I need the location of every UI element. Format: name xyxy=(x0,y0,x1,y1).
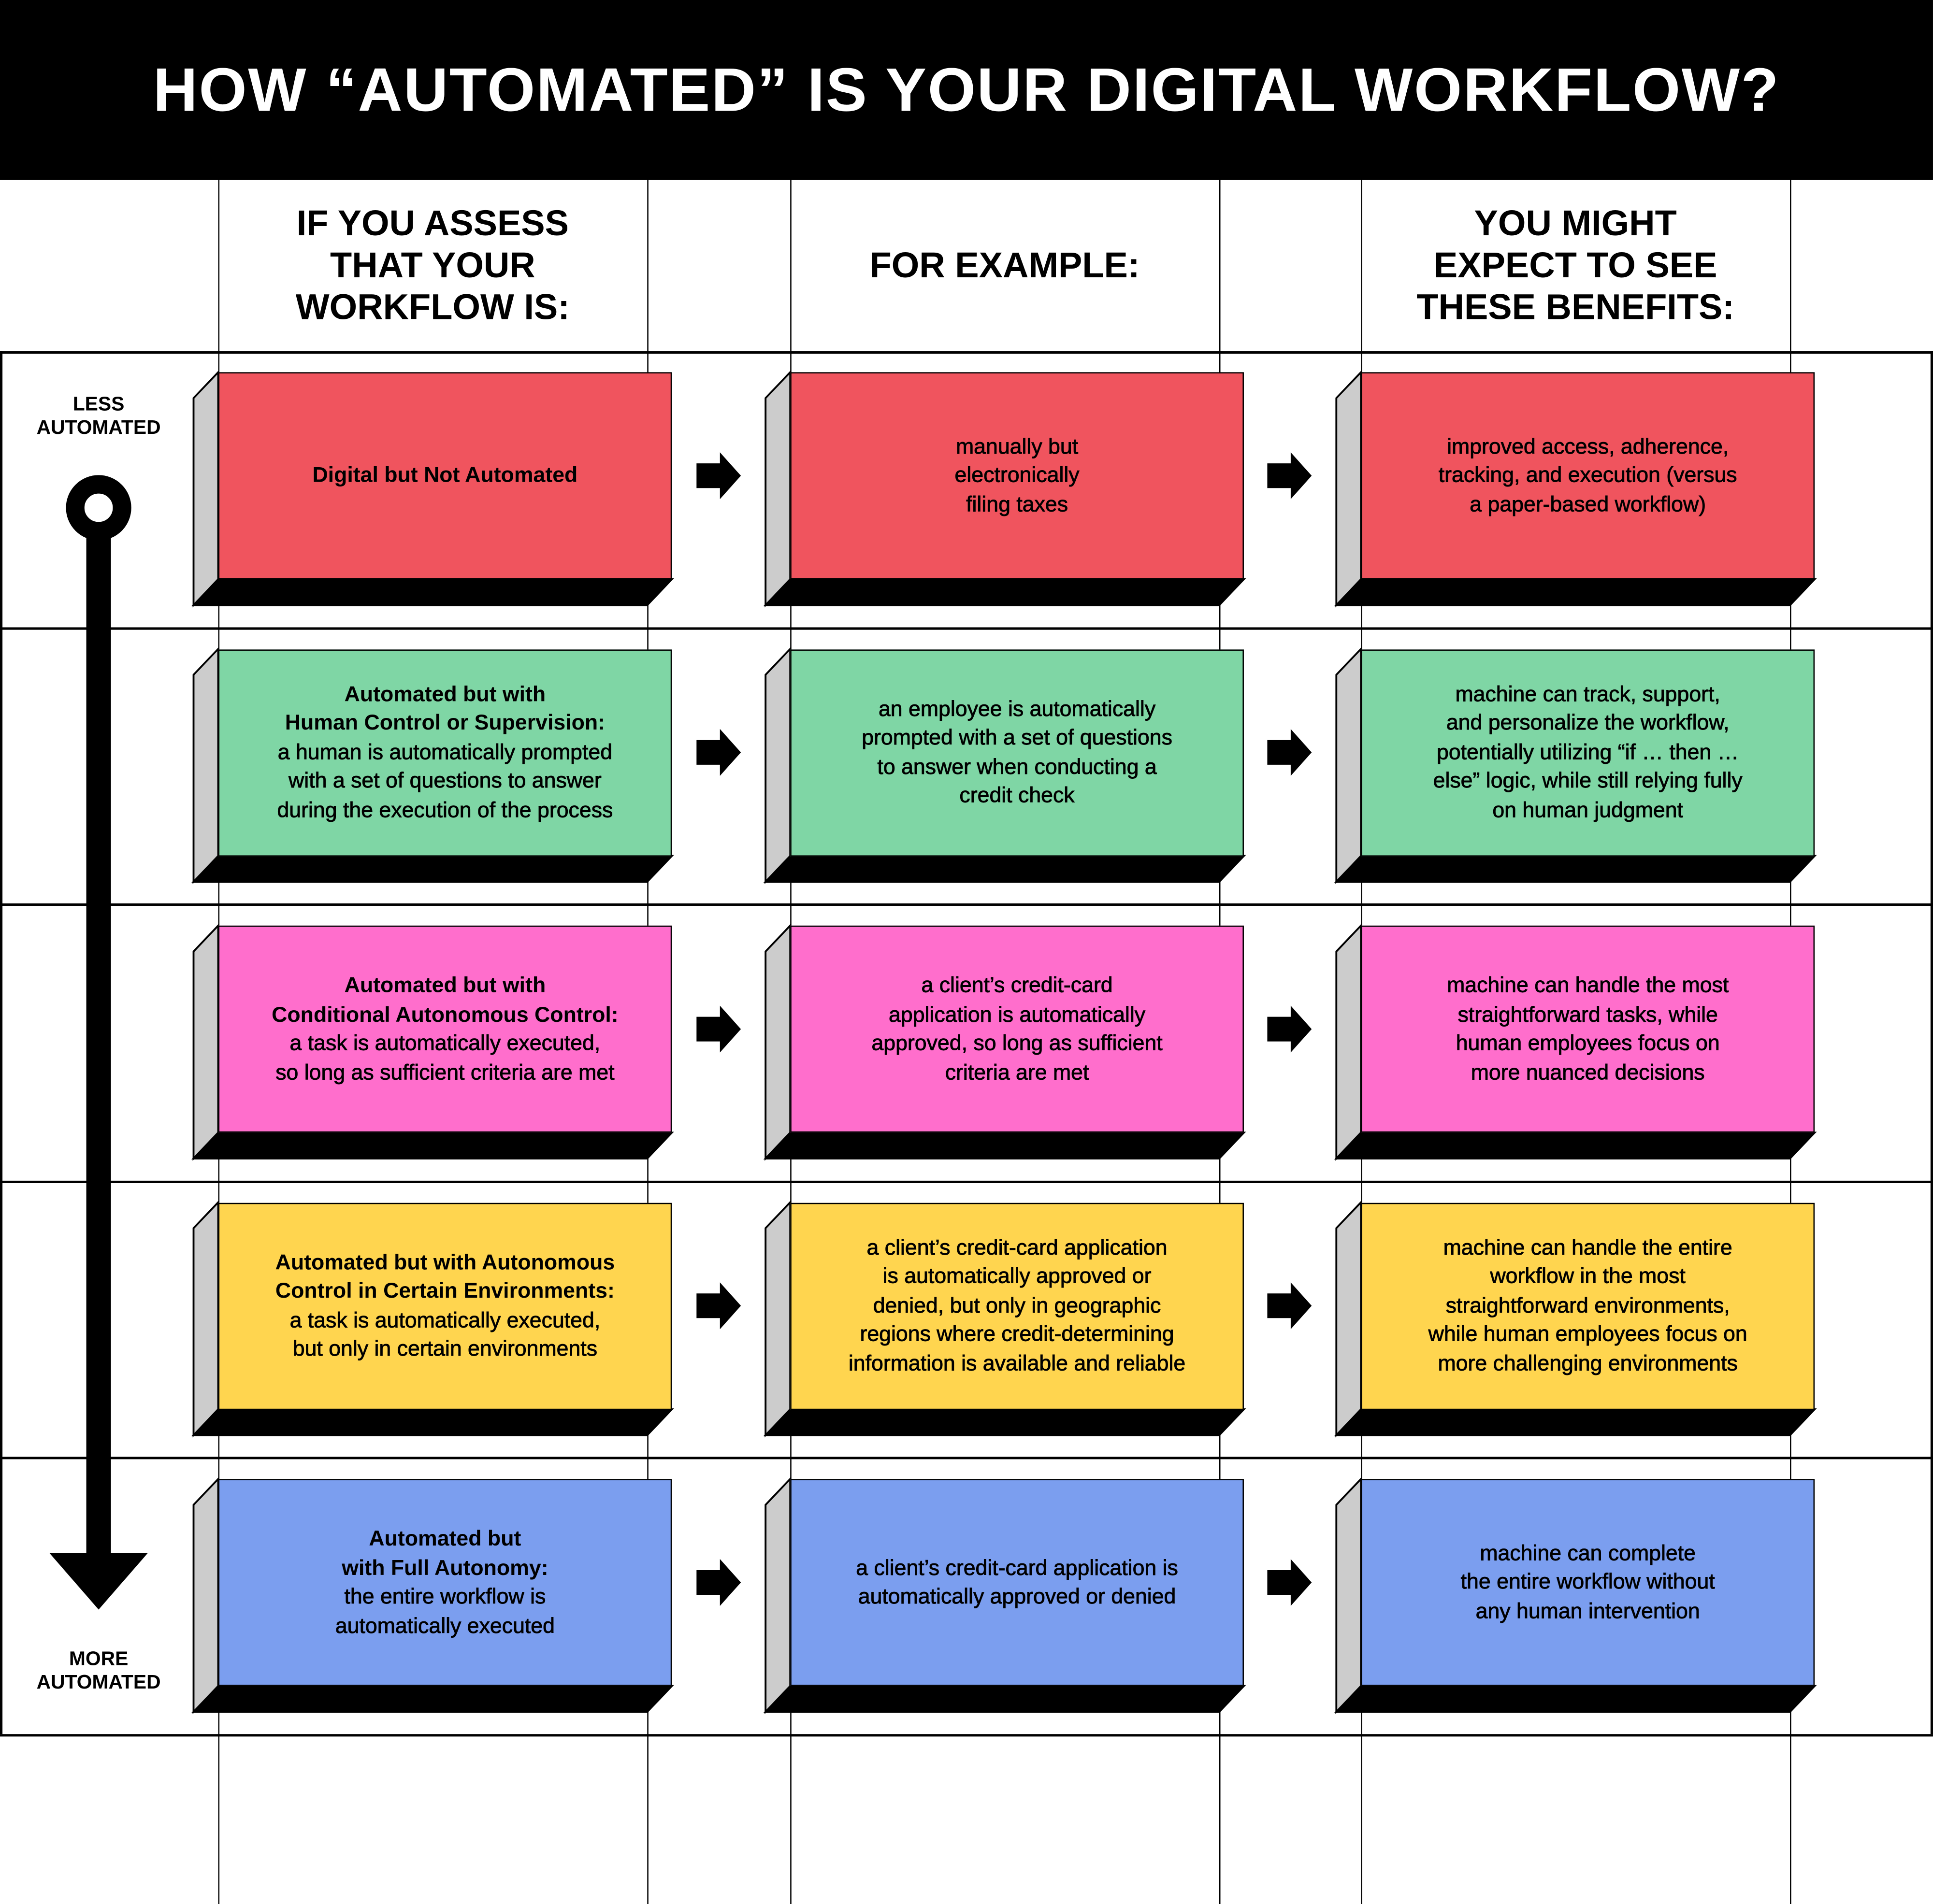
timeline-arrowhead-icon xyxy=(49,1553,148,1610)
level-title: Automated but with Full Autonomy: xyxy=(342,1526,548,1580)
box-benefit: machine can handle the most straightforw… xyxy=(1361,925,1815,1133)
right-arrow-icon xyxy=(1267,452,1312,500)
box-side-face xyxy=(192,923,219,1161)
page-title: HOW “AUTOMATED” IS YOUR DIGITAL WORKFLOW… xyxy=(153,55,1780,125)
box-side-face xyxy=(192,1200,219,1438)
grid-horizontal-line xyxy=(0,351,1933,353)
benefit-text: machine can track, support, and personal… xyxy=(1433,681,1743,822)
benefit-text: machine can complete the entire workflow… xyxy=(1460,1540,1715,1623)
box-bottom-face xyxy=(763,1131,1246,1160)
box-benefit: improved access, adherence, tracking, an… xyxy=(1361,372,1815,579)
right-arrow-icon xyxy=(696,1559,741,1606)
grid-horizontal-line xyxy=(0,1734,1933,1736)
box-side-face xyxy=(192,370,219,608)
example-text: a client’s credit-card application is au… xyxy=(856,1555,1179,1609)
level-description: a task is automatically executed, but on… xyxy=(289,1307,601,1361)
box-bottom-face xyxy=(191,855,674,883)
box-bottom-face xyxy=(1334,1131,1817,1160)
box-side-face xyxy=(765,1476,792,1715)
example-text: manually but electronically filing taxes xyxy=(954,433,1080,516)
box-bottom-face xyxy=(191,1408,674,1436)
box-example: a client’s credit-card application is au… xyxy=(790,1479,1244,1686)
box-side-face xyxy=(1335,646,1362,885)
box-side-face xyxy=(1335,1200,1362,1438)
title-bar: HOW “AUTOMATED” IS YOUR DIGITAL WORKFLOW… xyxy=(0,0,1933,180)
box-example: a client’s credit-card application is au… xyxy=(790,1202,1244,1410)
grid-horizontal-line xyxy=(0,1180,1933,1183)
benefit-text: improved access, adherence, tracking, an… xyxy=(1438,433,1737,516)
box-bottom-face xyxy=(763,1408,1246,1436)
box-level: Automated but with Conditional Autonomou… xyxy=(218,925,672,1133)
level-description: a task is automatically executed, so lon… xyxy=(275,1030,615,1084)
level-title: Automated but with Autonomous Control in… xyxy=(275,1249,615,1303)
right-arrow-icon xyxy=(1267,729,1312,776)
right-arrow-icon xyxy=(696,452,741,500)
box-bottom-face xyxy=(1334,1685,1817,1713)
example-text: a client’s credit-card application is au… xyxy=(848,1234,1186,1375)
benefit-text: machine can handle the entire workflow i… xyxy=(1428,1234,1747,1375)
box-benefit: machine can handle the entire workflow i… xyxy=(1361,1202,1815,1410)
column-header-level: IF YOU ASSESS THAT YOUR WORKFLOW IS: xyxy=(295,204,570,328)
less-automated-label: LESS AUTOMATED xyxy=(36,394,161,439)
example-text: an employee is automatically prompted wi… xyxy=(862,696,1173,808)
box-level: Automated but with Human Control or Supe… xyxy=(218,649,672,856)
column-header-example: FOR EXAMPLE: xyxy=(869,245,1140,286)
box-side-face xyxy=(1335,1476,1362,1715)
box-bottom-face xyxy=(1334,1408,1817,1436)
box-side-face xyxy=(765,646,792,885)
right-arrow-icon xyxy=(1267,1005,1312,1053)
box-level: Automated but with Autonomous Control in… xyxy=(218,1202,672,1410)
box-side-face xyxy=(192,646,219,885)
timeline-start-icon xyxy=(66,475,131,541)
box-bottom-face xyxy=(763,578,1246,606)
benefit-text: machine can handle the most straightforw… xyxy=(1447,972,1729,1084)
box-side-face xyxy=(1335,370,1362,608)
level-title: Automated but with Human Control or Supe… xyxy=(285,681,606,735)
level-description: a human is automatically prompted with a… xyxy=(277,739,613,822)
box-example: a client’s credit-card application is au… xyxy=(790,925,1244,1133)
more-automated-label: MORE AUTOMATED xyxy=(36,1649,161,1694)
box-benefit: machine can track, support, and personal… xyxy=(1361,649,1815,856)
grid-horizontal-line xyxy=(0,627,1933,630)
box-bottom-face xyxy=(191,1685,674,1713)
right-arrow-icon xyxy=(696,1005,741,1053)
column-header-benefits: YOU MIGHT EXPECT TO SEE THESE BENEFITS: xyxy=(1416,204,1735,328)
box-bottom-face xyxy=(191,578,674,606)
grid-border-line xyxy=(1930,351,1933,1734)
grid-horizontal-line xyxy=(0,903,1933,905)
box-level: Digital but Not Automated xyxy=(218,372,672,579)
right-arrow-icon xyxy=(696,729,741,776)
example-text: a client’s credit-card application is au… xyxy=(871,972,1163,1084)
box-side-face xyxy=(765,370,792,608)
box-bottom-face xyxy=(763,855,1246,883)
box-side-face xyxy=(765,1200,792,1438)
box-bottom-face xyxy=(191,1131,674,1160)
box-example: an employee is automatically prompted wi… xyxy=(790,649,1244,856)
box-side-face xyxy=(765,923,792,1161)
box-bottom-face xyxy=(763,1685,1246,1713)
grid-border-line xyxy=(0,351,2,1734)
right-arrow-icon xyxy=(696,1282,741,1330)
box-bottom-face xyxy=(1334,855,1817,883)
box-side-face xyxy=(192,1476,219,1715)
level-title: Digital but Not Automated xyxy=(312,462,578,487)
box-level: Automated but with Full Autonomy:the ent… xyxy=(218,1479,672,1686)
right-arrow-icon xyxy=(1267,1282,1312,1330)
box-example: manually but electronically filing taxes xyxy=(790,372,1244,579)
box-side-face xyxy=(1335,923,1362,1161)
box-benefit: machine can complete the entire workflow… xyxy=(1361,1479,1815,1686)
right-arrow-icon xyxy=(1267,1559,1312,1606)
level-description: the entire workflow is automatically exe… xyxy=(335,1584,555,1638)
grid-horizontal-line xyxy=(0,1457,1933,1459)
level-title: Automated but with Conditional Autonomou… xyxy=(272,972,619,1026)
box-bottom-face xyxy=(1334,578,1817,606)
